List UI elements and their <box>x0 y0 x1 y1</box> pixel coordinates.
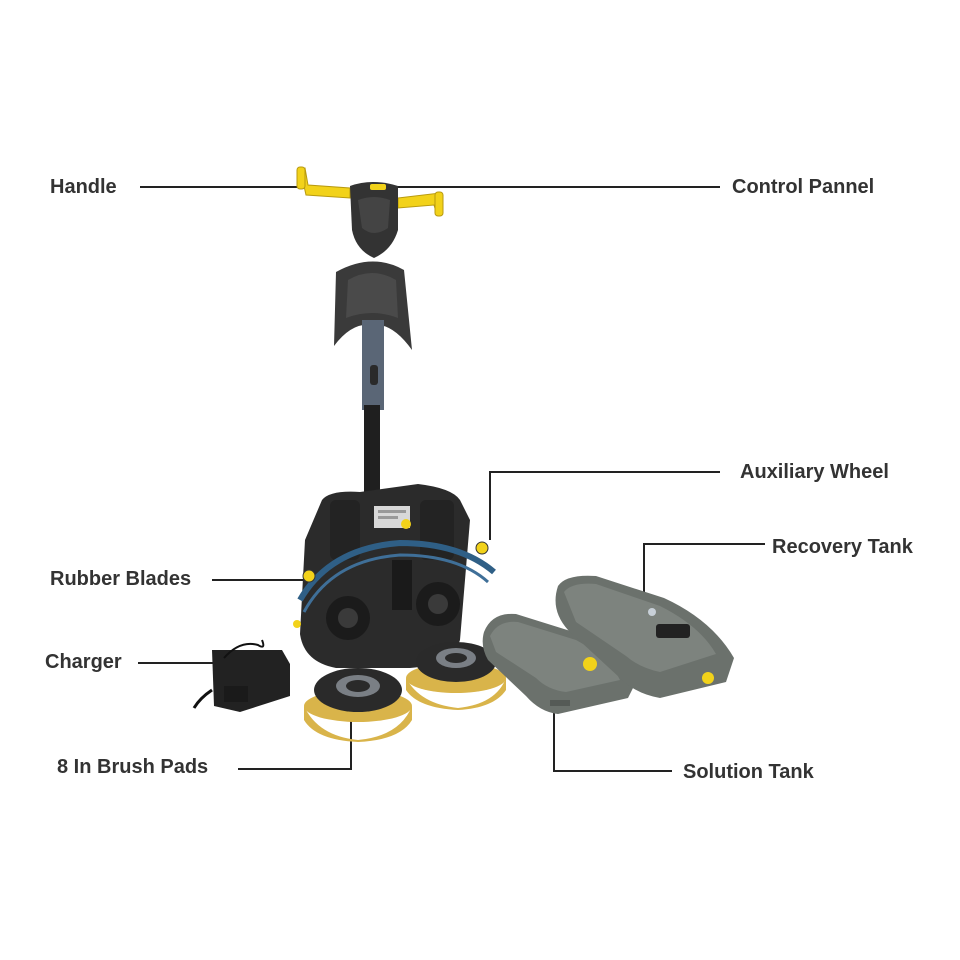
solution-tank <box>482 613 634 714</box>
label-control-panel: Control Pannel <box>732 176 875 198</box>
leader-lines <box>138 186 765 772</box>
label-brush-pads: 8 In Brush Pads <box>57 756 209 778</box>
machine-body <box>300 484 470 668</box>
handle <box>296 166 444 217</box>
brush-pad-right <box>406 642 506 710</box>
label-recovery-tank: Recovery Tank <box>772 536 913 558</box>
leader-line-recovery-tank <box>643 543 765 605</box>
control-panel <box>350 182 398 258</box>
rubber-blade <box>293 539 496 628</box>
shaft <box>362 320 384 495</box>
leader-line-auxiliary-wheel <box>489 471 720 540</box>
label-auxiliary-wheel: Auxiliary Wheel <box>740 461 889 483</box>
label-rubber-blades: Rubber Blades <box>50 568 192 590</box>
handle-bracket <box>334 261 412 350</box>
label-handle: Handle <box>50 176 117 198</box>
label-charger: Charger <box>45 651 122 673</box>
leader-line-brush-pads <box>238 720 352 770</box>
label-solution-tank: Solution Tank <box>683 761 814 783</box>
recovery-tank <box>555 575 734 698</box>
brush-pad-left <box>304 668 412 742</box>
charger <box>192 639 290 712</box>
